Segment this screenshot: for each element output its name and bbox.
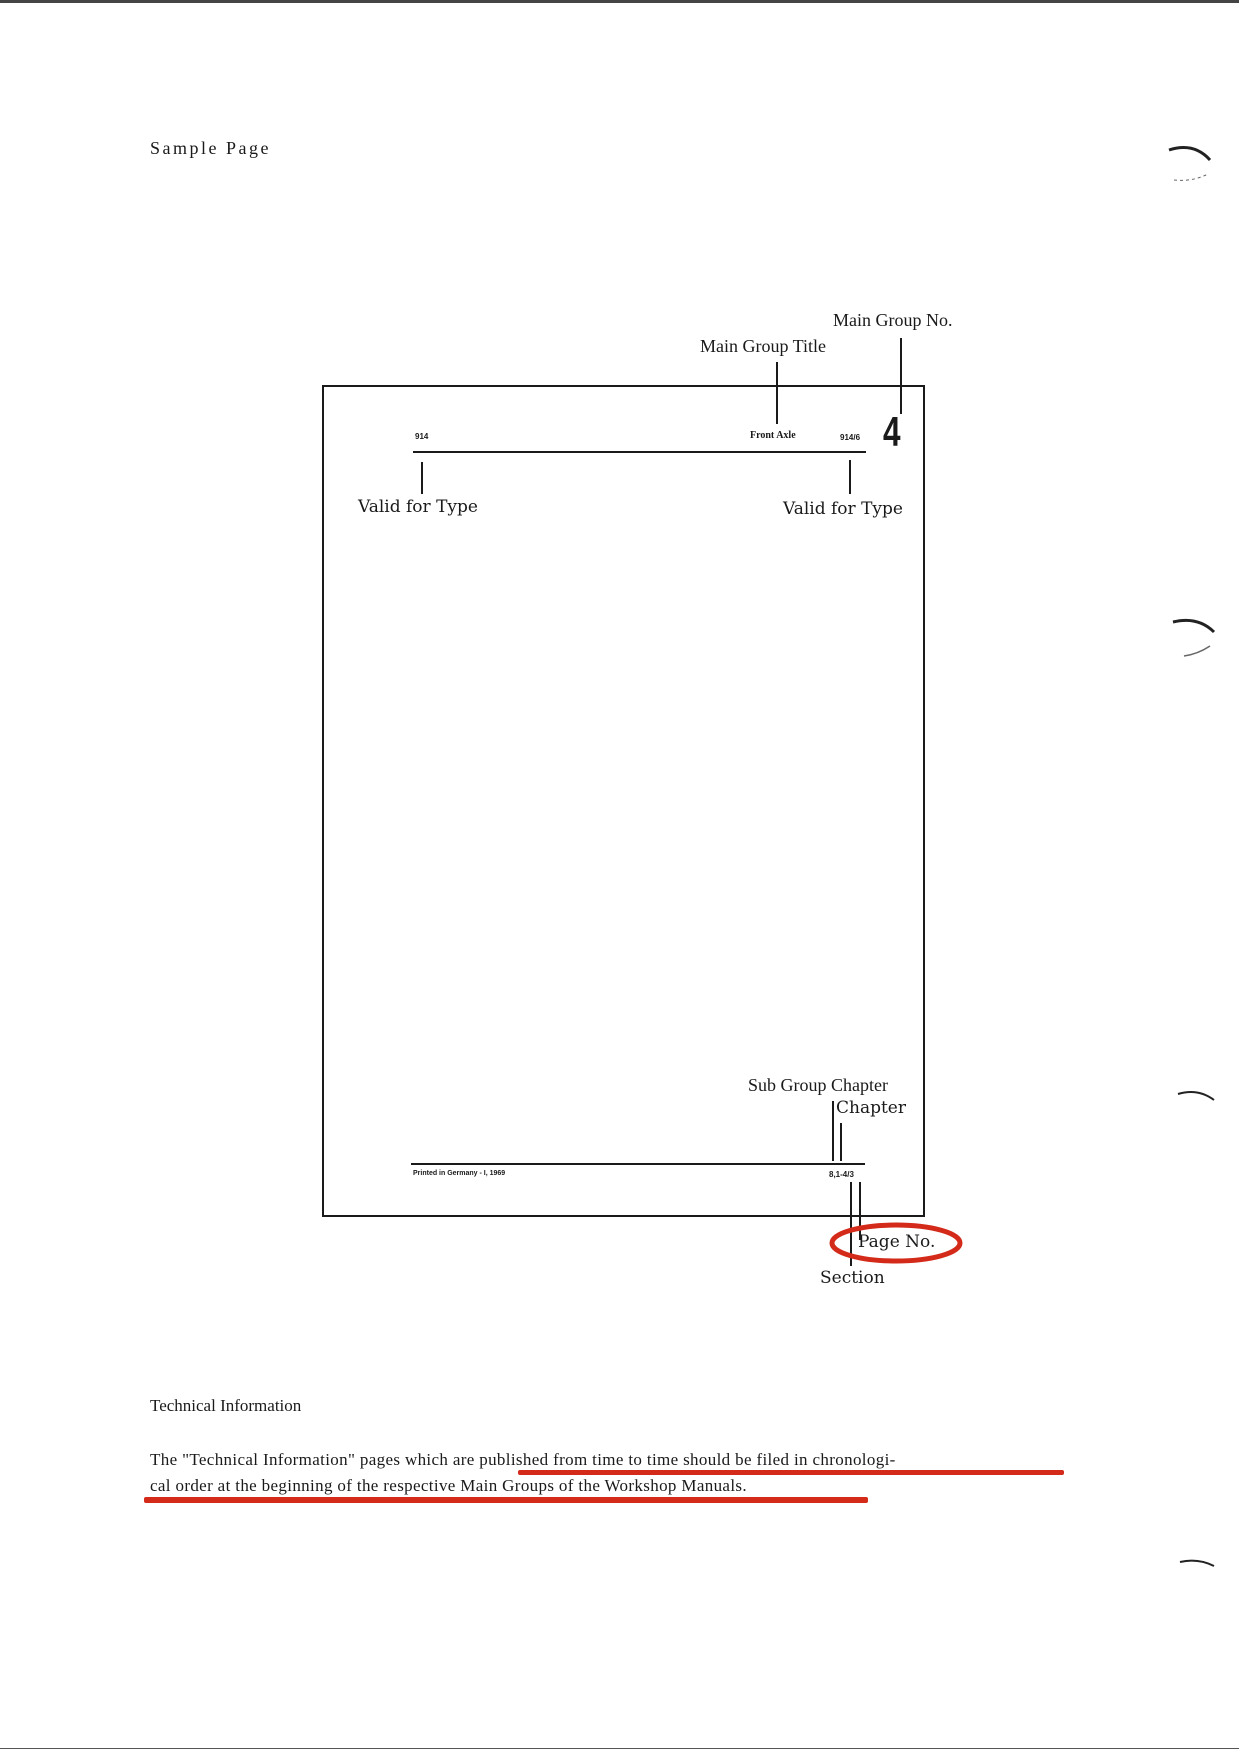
leader-page-no bbox=[859, 1182, 861, 1240]
header-group-title: Front Axle bbox=[750, 430, 796, 441]
label-sub-group-chapter: Sub Group Chapter bbox=[748, 1075, 888, 1095]
page-heading: Sample Page bbox=[150, 138, 271, 158]
scan-edge-top bbox=[0, 0, 1239, 3]
label-valid-type-right: Valid for Type bbox=[783, 499, 903, 519]
leader-main-group-title bbox=[776, 362, 778, 424]
label-section: Section bbox=[820, 1268, 885, 1288]
leader-section bbox=[850, 1182, 852, 1266]
sample-page-frame bbox=[322, 385, 925, 1217]
header-rule bbox=[413, 451, 866, 453]
header-type-left: 914 bbox=[415, 432, 429, 441]
punch-hole-mark-4 bbox=[1179, 1559, 1215, 1567]
leader-valid-type-right bbox=[849, 460, 851, 494]
red-circle-marker bbox=[829, 1222, 963, 1264]
label-chapter: Chapter bbox=[836, 1098, 906, 1118]
label-main-group-no: Main Group No. bbox=[833, 310, 953, 330]
technical-info-line-2: cal order at the beginning of the respec… bbox=[150, 1476, 747, 1495]
leader-valid-type-left bbox=[421, 462, 423, 494]
footer-rule bbox=[411, 1163, 865, 1165]
leader-main-group-no bbox=[900, 338, 902, 414]
red-underline-1 bbox=[518, 1470, 1064, 1475]
scan-edge-bottom bbox=[0, 1748, 1239, 1749]
label-valid-type-left: Valid for Type bbox=[358, 497, 478, 517]
footer-page-code: 8,1-4/3 bbox=[829, 1170, 854, 1179]
header-type-right: 914/6 bbox=[840, 433, 861, 442]
label-main-group-title: Main Group Title bbox=[700, 336, 827, 356]
footer-printed: Printed in Germany - I, 1969 bbox=[413, 1170, 506, 1177]
punch-hole-mark-3 bbox=[1177, 1091, 1215, 1101]
leader-chapter bbox=[840, 1123, 842, 1161]
punch-hole-mark-2 bbox=[1172, 618, 1216, 657]
header-group-number: 4 bbox=[883, 408, 901, 455]
technical-info-heading: Technical Information bbox=[150, 1396, 302, 1415]
leader-sub-group bbox=[832, 1101, 834, 1161]
technical-info-line-1: The "Technical Information" pages which … bbox=[150, 1450, 896, 1469]
red-underline-2 bbox=[144, 1497, 868, 1503]
label-page-no: Page No. bbox=[858, 1232, 936, 1252]
punch-hole-mark-1 bbox=[1168, 146, 1212, 181]
